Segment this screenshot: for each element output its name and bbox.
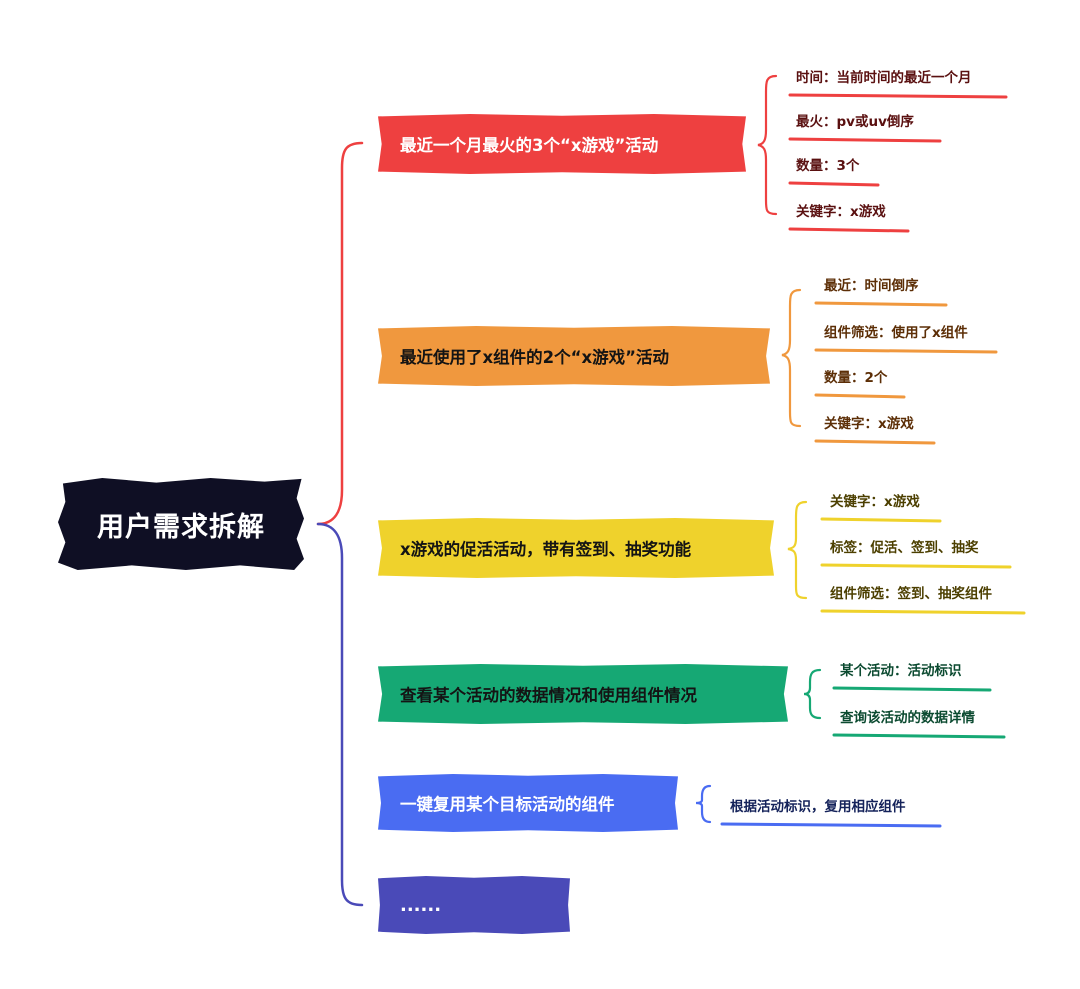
brace-3: [787, 500, 808, 600]
underline-1-3: [788, 181, 880, 187]
leaf-1-3[interactable]: 数量：3个: [796, 158, 860, 174]
branch-4[interactable]: 查看某个活动的数据情况和使用组件情况: [378, 664, 788, 724]
branch-6[interactable]: ......: [378, 876, 570, 934]
leaf-2-3[interactable]: 数量：2个: [824, 370, 888, 386]
leaf-1-1[interactable]: 时间：当前时间的最近一个月: [796, 70, 972, 86]
leaf-1-4[interactable]: 关键字：x游戏: [796, 204, 886, 220]
leaf-2-4[interactable]: 关键字：x游戏: [824, 416, 914, 432]
underline-3-2: [820, 563, 1012, 569]
underline-5-1: [720, 822, 942, 828]
leaf-3-2[interactable]: 标签：促活、签到、抽奖: [830, 540, 979, 556]
brace-1: [757, 74, 778, 216]
leaf-1-2[interactable]: 最火：pv或uv倒序: [796, 114, 914, 130]
leaf-3-1[interactable]: 关键字：x游戏: [830, 494, 920, 510]
leaf-4-2[interactable]: 查询该活动的数据详情: [840, 710, 975, 726]
connector-root-upper: [316, 141, 364, 526]
branch-1[interactable]: 最近一个月最火的3个“x游戏”活动: [378, 114, 746, 174]
leaf-5-1[interactable]: 根据活动标识，复用相应组件: [730, 799, 906, 815]
brace-4: [803, 668, 822, 720]
brace-5: [695, 784, 712, 824]
underline-2-4: [814, 439, 936, 445]
underline-2-1: [814, 301, 948, 307]
branch-5[interactable]: 一键复用某个目标活动的组件: [378, 774, 678, 832]
root-node[interactable]: 用户需求拆解: [58, 478, 304, 570]
branch-3[interactable]: x游戏的促活活动，带有签到、抽奖功能: [378, 518, 774, 578]
leaf-underlines: [720, 93, 1026, 828]
underline-1-4: [788, 227, 910, 233]
leaf-2-2[interactable]: 组件筛选：使用了x组件: [824, 325, 968, 341]
underline-3-1: [820, 517, 942, 523]
branch-2[interactable]: 最近使用了x组件的2个“x游戏”活动: [378, 326, 770, 386]
leaf-2-1[interactable]: 最近：时间倒序: [824, 278, 919, 294]
underline-2-3: [814, 393, 906, 399]
underline-2-2: [814, 348, 998, 354]
underline-3-3: [820, 609, 1026, 615]
brace-2: [781, 288, 802, 428]
leaf-4-1[interactable]: 某个活动：活动标识: [840, 663, 962, 679]
underline-4-1: [832, 686, 992, 692]
underline-4-2: [832, 733, 1006, 739]
connector-root-lower: [316, 522, 364, 907]
underline-1-2: [788, 137, 942, 143]
leaf-3-3[interactable]: 组件筛选：签到、抽奖组件: [830, 586, 992, 602]
underline-1-1: [788, 93, 1008, 99]
